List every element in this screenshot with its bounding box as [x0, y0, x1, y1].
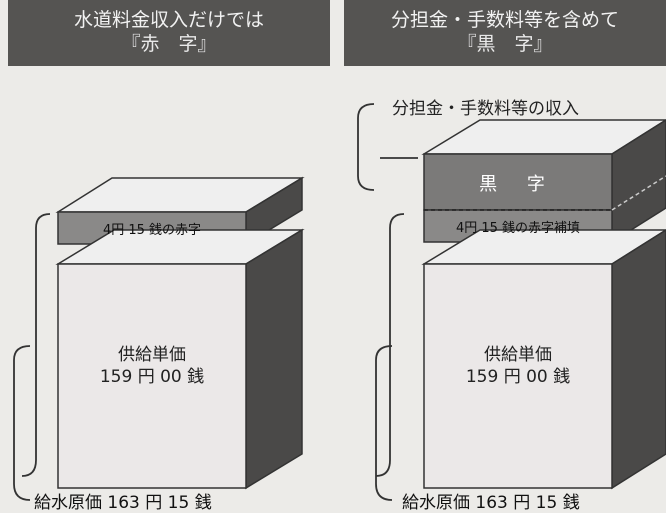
right-cube-side: [611, 229, 666, 490]
left-unit-price-title: 供給単価: [118, 345, 186, 365]
left-header: 水道料金収入だけでは 『赤 字』: [8, 0, 330, 66]
right-surplus-label: 黒 字: [479, 174, 557, 195]
right-cube-front: [423, 263, 613, 489]
left-cost-label: 給水原価 163 円 15 銭: [34, 493, 212, 513]
left-cube-side: [245, 228, 303, 490]
right-main-cube: [421, 229, 666, 490]
right-surplus-block: [421, 119, 666, 244]
left-cost-bracket: [21, 213, 51, 477]
right-header: 分担金・手数料等を含めて 『黒 字』: [344, 0, 666, 66]
left-deficit-label: 4円 15 銭の赤字: [102, 223, 202, 238]
right-unit-price-value: 159 円 00 銭: [465, 367, 571, 387]
left-unit-price-value: 159 円 00 銭: [99, 367, 205, 387]
right-header-subtitle: 『黒 字』: [457, 33, 553, 55]
right-cost-label: 給水原価 163 円 15 銭: [402, 493, 580, 513]
right-price-bracket: [375, 345, 393, 501]
right-dashed-divider-side: [611, 175, 666, 211]
right-surplus-front: [423, 153, 613, 211]
right-header-title: 分担金・手数料等を含めて: [390, 9, 619, 31]
right-revenue-bracket: [357, 103, 375, 191]
left-main-cube: [55, 228, 305, 490]
left-price-bracket: [13, 345, 31, 501]
right-compensation-label: 4円 15 銭の赤字補填: [455, 221, 581, 236]
right-revenue-label: 分担金・手数料等の収入: [392, 99, 579, 119]
right-unit-price-title: 供給単価: [484, 345, 552, 365]
right-unit-price: 供給単価 159 円 00 銭: [424, 344, 612, 388]
left-header-title: 水道料金収入だけでは: [73, 9, 264, 31]
left-header-subtitle: 『赤 字』: [121, 33, 217, 55]
left-cube-front: [57, 263, 247, 489]
right-cost-bracket: [375, 213, 405, 477]
left-unit-price: 供給単価 159 円 00 銭: [58, 344, 246, 388]
